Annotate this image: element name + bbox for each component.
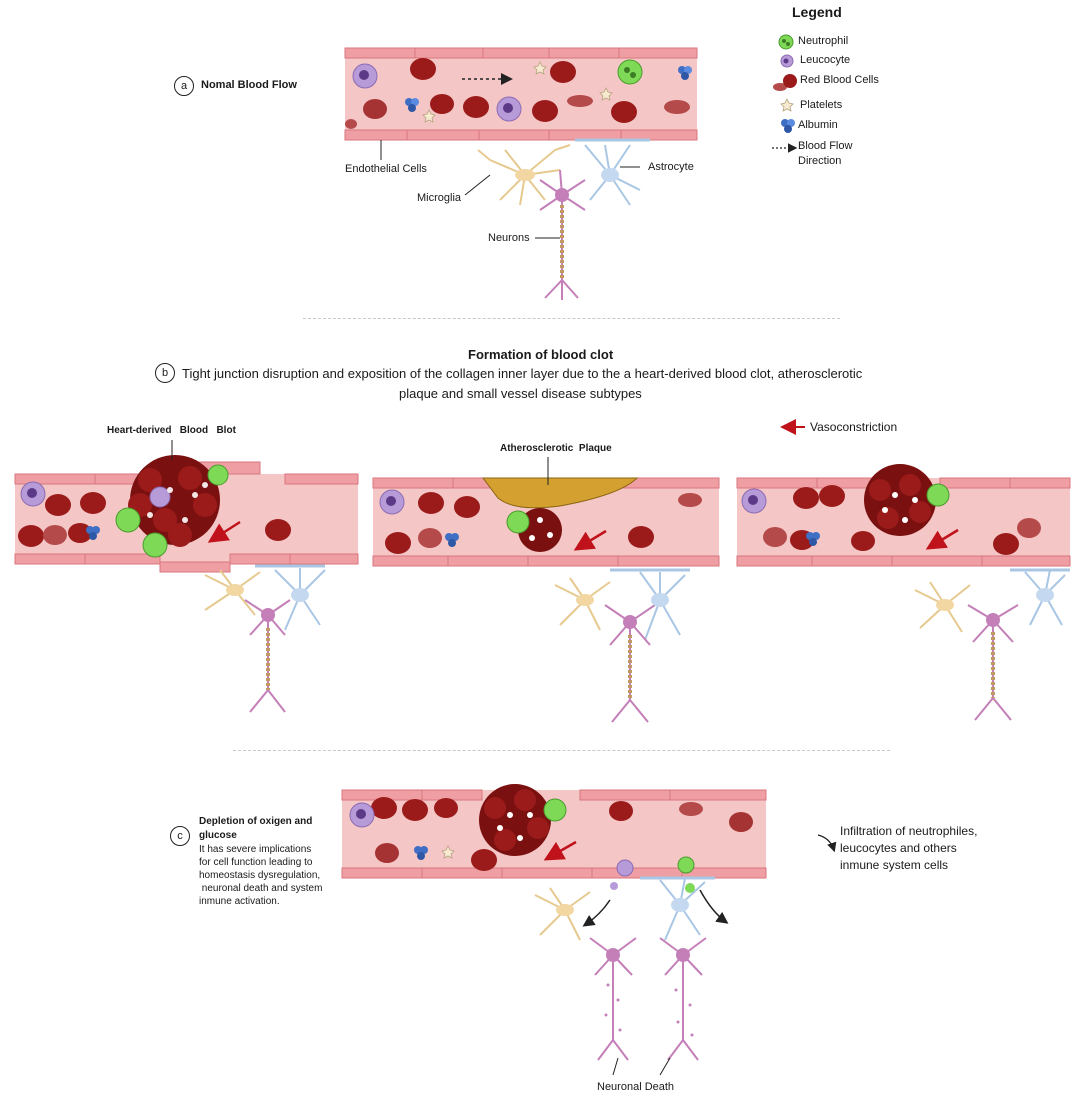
panel-b-vessel-1 [14,440,359,573]
panel-a-title: Nomal Blood Flow [201,79,297,91]
legend-leucocyte: Leucocyte [800,54,851,66]
legend-blood-flow: Blood Flow [798,140,853,152]
panel-c-clot [479,784,567,856]
neutrophil-icon [778,34,794,50]
divider-1 [303,318,840,319]
legend-neutrophil: Neutrophil [798,35,849,47]
panel-b-subtitle-line1: Tight junction disruption and exposition… [182,366,863,381]
panel-a-vessel [344,47,698,141]
panel-a-tag: a [174,76,194,96]
legend-blood-flow-direction: Direction [798,155,842,167]
neurons-label: Neurons [488,232,530,244]
infiltration-line-1: Infiltration of neutrophiles, [840,824,978,838]
panel-b-tag: b [155,363,175,383]
panel-b-title: Formation of blood clot [468,347,614,362]
panel-c-title-line1: Depletion of oxigen and [199,816,313,827]
heart-derived-clot-label: Heart-derived Blood Blot [107,425,236,436]
legend-platelets: Platelets [800,99,843,111]
vasoconstriction-label: Vasoconstriction [810,420,898,434]
plaque-clot [506,508,562,552]
atherosclerotic-plaque [482,477,639,509]
endothelial-cells-label: Endothelial Cells [345,163,427,175]
panel-b-vessel-2 [372,457,720,567]
albumin-icon [781,119,795,133]
panel-c-neural-cells [534,876,715,1061]
panel-b-neural-cells [204,564,1070,723]
panel-c-desc-2: for cell function leading to [199,857,313,868]
panel-c-desc-1: It has severe implications [199,844,312,855]
microglia-label: Microglia [417,192,462,204]
panel-b-subtitle-line2: plaque and small vessel disease subtypes [399,386,642,401]
neuronal-death-label: Neuronal Death [597,1081,675,1093]
infiltration-line-3: inmune system cells [840,858,949,872]
red-blood-cell-icon [773,83,787,91]
panel-c-tag: c [170,826,190,846]
panel-a-microglia [477,144,571,206]
legend-icons [772,34,798,153]
panel-b-vessel-3 [736,464,1071,567]
atherosclerotic-plaque-label: Atherosclerotic Plaque [500,443,612,454]
panel-c-desc-3: homeostasis dysregulation, [199,870,321,881]
legend-title: Legend [792,4,842,20]
legend-albumin: Albumin [798,119,838,131]
panel-c-desc-4: neuronal death and system [199,883,323,894]
panel-a-astrocyte [575,138,650,206]
infiltration-line-2: leucocytes and others [840,841,957,855]
panel-c-title-line2: glucose [199,830,237,841]
panel-c-vessel [341,784,767,879]
legend-red-blood-cells: Red Blood Cells [800,74,879,86]
small-vessel-clot [864,464,950,536]
panel-c-desc-5: inmune activation. [199,896,280,907]
heart-derived-clot [115,455,229,558]
astrocyte-label: Astrocyte [648,161,694,173]
platelet-icon [780,98,794,112]
divider-2 [233,750,890,751]
